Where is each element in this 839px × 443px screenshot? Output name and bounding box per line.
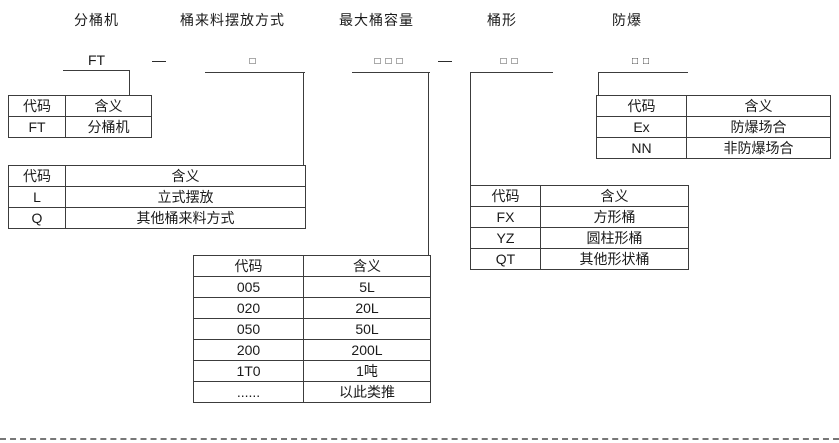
table-cell: 立式摆放 <box>65 186 306 208</box>
table-cell: 20L <box>303 297 431 319</box>
table-cell: 050 <box>193 318 304 340</box>
explosion-code-boxes: □□ <box>631 56 655 67</box>
table-cell: YZ <box>470 227 541 249</box>
table-header-cell: 代码 <box>8 165 66 187</box>
table-header-cell: 含义 <box>540 185 689 207</box>
label-placement: 桶来料摆放方式 <box>180 12 285 28</box>
table-cell: 方形桶 <box>540 206 689 228</box>
underline-capacity <box>352 72 430 73</box>
capacity-code-boxes: □□□ <box>374 56 408 67</box>
table-cell: Ex <box>596 116 687 138</box>
table-header-cell: 含义 <box>65 95 152 117</box>
table-row: ......以此类推 <box>193 381 431 403</box>
table-cell: 其他形状桶 <box>540 248 689 270</box>
label-shape: 桶形 <box>487 12 517 28</box>
table-cell: QT <box>470 248 541 270</box>
table-header-row: 代码含义 <box>470 185 689 207</box>
connector-machine-line <box>129 70 130 95</box>
underline-shape <box>470 72 553 73</box>
label-explosion: 防爆 <box>612 12 642 28</box>
table-cell: 5L <box>303 276 431 298</box>
table-cell: 50L <box>303 318 431 340</box>
table-cell: FX <box>470 206 541 228</box>
table-cell: 200L <box>303 339 431 361</box>
table-header-cell: 代码 <box>8 95 66 117</box>
table-header-row: 代码含义 <box>8 95 152 117</box>
table-cell: FT <box>8 116 66 138</box>
placement-code-box: □ <box>249 56 261 67</box>
shape-code-boxes: □□ <box>500 56 523 67</box>
table-header-row: 代码含义 <box>193 255 431 277</box>
connector-explosion-line <box>598 72 599 95</box>
bottom-dashed-divider <box>0 438 839 440</box>
table-cell: 分桶机 <box>65 116 152 138</box>
table-cell: 防爆场合 <box>686 116 831 138</box>
table-cell: ...... <box>193 381 304 403</box>
underline-prefix <box>63 70 130 71</box>
table-cell: 非防爆场合 <box>686 137 831 159</box>
table-header-cell: 代码 <box>193 255 304 277</box>
table-cell: 200 <box>193 339 304 361</box>
table-cell: Q <box>8 207 66 229</box>
table-cell: 圆柱形桶 <box>540 227 689 249</box>
table-cell: 005 <box>193 276 304 298</box>
table-cell: L <box>8 186 66 208</box>
table-header-row: 代码含义 <box>596 95 831 117</box>
table-header-row: 代码含义 <box>8 165 306 187</box>
table-header-cell: 代码 <box>470 185 541 207</box>
table-header-cell: 含义 <box>686 95 831 117</box>
table-header-cell: 含义 <box>65 165 306 187</box>
table-cell: 以此类推 <box>303 381 431 403</box>
connector-placement-line <box>303 72 304 165</box>
table-cell: 其他桶来料方式 <box>65 207 306 229</box>
dash-separator-1: — <box>152 52 166 68</box>
table-cell: NN <box>596 137 687 159</box>
table-header-cell: 代码 <box>596 95 687 117</box>
table-cell: 020 <box>193 297 304 319</box>
label-capacity: 最大桶容量 <box>339 12 414 28</box>
underline-placement <box>205 72 305 73</box>
table-cell: 1T0 <box>193 360 304 382</box>
connector-shape-line <box>470 72 471 185</box>
underline-explosion <box>598 72 688 73</box>
dash-separator-2: — <box>438 52 452 68</box>
label-machine: 分桶机 <box>74 12 119 28</box>
table-header-cell: 含义 <box>303 255 431 277</box>
connector-capacity-line <box>428 72 429 255</box>
table-cell: 1吨 <box>303 360 431 382</box>
model-prefix: FT <box>87 52 106 68</box>
